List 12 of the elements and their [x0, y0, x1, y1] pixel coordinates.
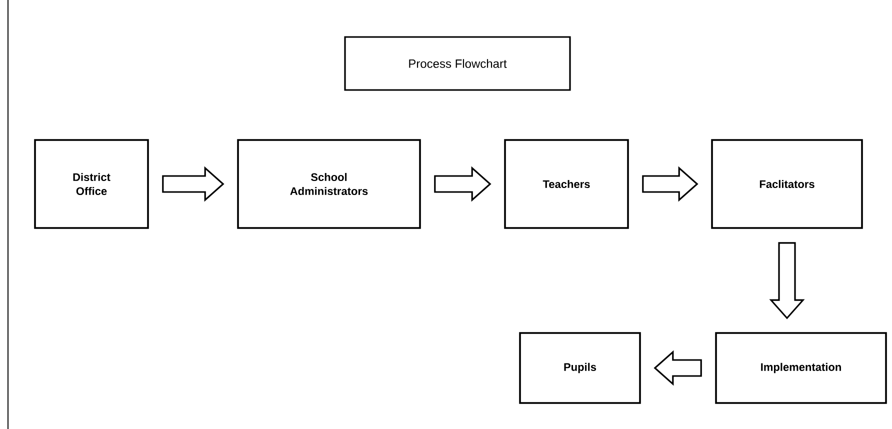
title-box: Process Flowchart	[344, 36, 571, 91]
process-box: District Office	[34, 139, 149, 229]
block-arrow	[642, 166, 698, 202]
process-box: Faclitators	[711, 139, 863, 229]
block-arrow	[769, 242, 805, 320]
process-box: Implementation	[715, 332, 887, 404]
block-arrow	[654, 350, 702, 386]
block-arrow	[162, 166, 224, 202]
process-box: School Administrators	[237, 139, 421, 229]
block-arrow	[434, 166, 492, 202]
process-box: Pupils	[519, 332, 641, 404]
process-box: Teachers	[504, 139, 629, 229]
